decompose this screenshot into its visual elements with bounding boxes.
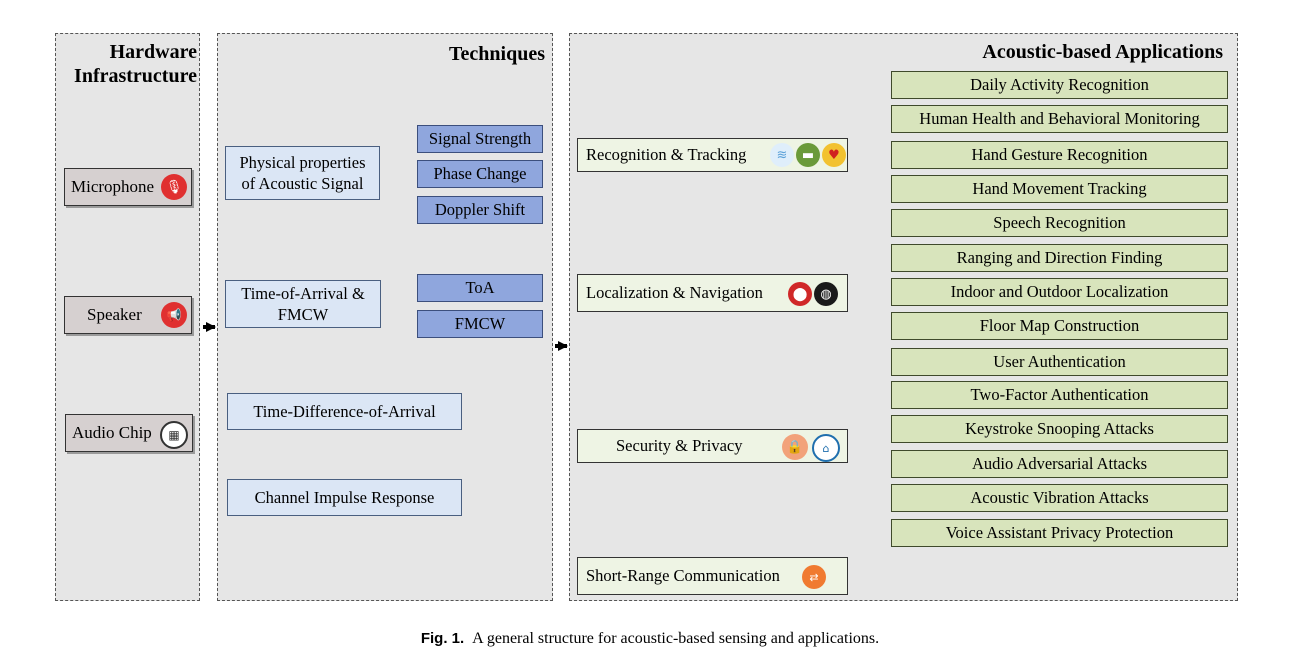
communication-icon: ⇄	[802, 565, 826, 589]
map-pin-icon: ⬤	[788, 282, 812, 306]
hardware-title-line1: Hardware	[109, 41, 197, 63]
security-privacy-box: Security & Privacy 🔒 ⌂	[577, 429, 848, 463]
megaphone-icon: 📢	[161, 302, 187, 328]
app-item-speech-recognition: Speech Recognition	[891, 209, 1228, 237]
app-item-user-auth: User Authentication	[891, 348, 1228, 376]
wind-icon: ≋	[770, 143, 794, 167]
chip-icon: ▦	[160, 421, 188, 449]
toa-box: ToA	[417, 274, 543, 302]
signal-strength-box: Signal Strength	[417, 125, 543, 153]
audio-chip-label: Audio Chip	[72, 423, 152, 442]
app-item-hand-movement: Hand Movement Tracking	[891, 175, 1228, 203]
recognition-tracking-label: Recognition & Tracking	[586, 145, 747, 164]
doppler-shift-box: Doppler Shift	[417, 196, 543, 224]
fmcw-box: FMCW	[417, 310, 543, 338]
speaker-box: Speaker 📢	[64, 296, 192, 334]
figure-caption: Fig. 1. A general structure for acoustic…	[0, 630, 1300, 648]
app-item-keystroke: Keystroke Snooping Attacks	[891, 415, 1228, 443]
microphone-icon: 🎙	[161, 174, 187, 200]
physical-line1: Physical properties	[239, 153, 366, 172]
app-item-two-factor: Two-Factor Authentication	[891, 381, 1228, 409]
app-item-health-monitoring: Human Health and Behavioral Monitoring	[891, 105, 1228, 133]
localization-navigation-label: Localization & Navigation	[586, 283, 763, 302]
home-shield-icon: ⌂	[812, 434, 840, 462]
toa-fmcw-line1: Time-of-Arrival &	[241, 284, 365, 303]
physical-properties-box: Physical properties of Acoustic Signal	[225, 146, 380, 200]
app-item-localization: Indoor and Outdoor Localization	[891, 278, 1228, 306]
app-item-acoustic-vibration: Acoustic Vibration Attacks	[891, 484, 1228, 512]
cir-box: Channel Impulse Response	[227, 479, 462, 516]
microphone-box: Microphone 🎙	[64, 168, 192, 206]
app-item-voice-assistant: Voice Assistant Privacy Protection	[891, 519, 1228, 547]
speaker-label: Speaker	[87, 305, 142, 324]
tdoa-box: Time-Difference-of-Arrival	[227, 393, 462, 430]
hardware-title-line2: Infrastructure	[74, 65, 197, 87]
app-item-floor-map: Floor Map Construction	[891, 312, 1228, 340]
dumbbell-icon: ▬	[796, 143, 820, 167]
toa-fmcw-box: Time-of-Arrival & FMCW	[225, 280, 381, 328]
phase-change-box: Phase Change	[417, 160, 543, 188]
globe-icon: ◍	[814, 282, 838, 306]
app-item-ranging: Ranging and Direction Finding	[891, 244, 1228, 272]
short-range-communication-label: Short-Range Communication	[586, 566, 780, 585]
caption-label: Fig. 1.	[420, 630, 465, 647]
physical-line2: of Acoustic Signal	[241, 174, 364, 193]
applications-panel-title: Acoustic-based Applications	[982, 41, 1223, 63]
short-range-communication-box: Short-Range Communication ⇄	[577, 557, 848, 595]
techniques-panel-title: Techniques	[449, 43, 545, 65]
hardware-panel-title: Hardware Infrastructure	[74, 40, 197, 88]
localization-navigation-box: Localization & Navigation ⬤ ◍	[577, 274, 848, 312]
app-item-audio-adversarial: Audio Adversarial Attacks	[891, 450, 1228, 478]
security-privacy-label: Security & Privacy	[616, 436, 743, 455]
app-item-daily-activity: Daily Activity Recognition	[891, 71, 1228, 99]
audio-chip-box: Audio Chip ▦	[65, 414, 193, 452]
app-item-hand-gesture: Hand Gesture Recognition	[891, 141, 1228, 169]
caption-text: A general structure for acoustic-based s…	[472, 630, 880, 647]
microphone-label: Microphone	[71, 177, 155, 196]
lock-icon: 🔒	[782, 434, 808, 460]
toa-fmcw-line2: FMCW	[277, 305, 329, 324]
recognition-tracking-box: Recognition & Tracking ≋ ▬ ♥	[577, 138, 848, 172]
heart-rate-icon: ♥	[822, 143, 846, 167]
